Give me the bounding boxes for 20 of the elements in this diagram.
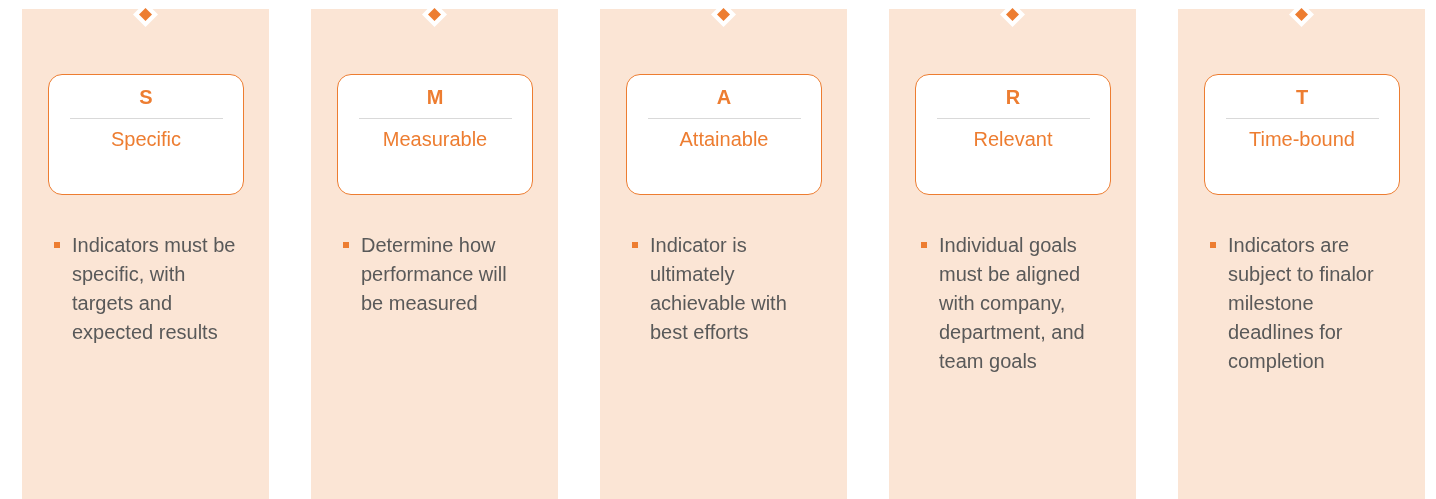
bullet-text: Indicators must be specific, with targets and expected results	[72, 233, 237, 345]
title-card	[626, 74, 822, 195]
card-letter: M	[426, 85, 444, 110]
title-card	[337, 74, 533, 195]
card-title: Time-bound	[1249, 127, 1355, 152]
card-title: Relevant	[973, 127, 1053, 152]
card-letter: A	[716, 85, 732, 110]
card-letter: R	[1005, 85, 1021, 110]
title-card	[48, 74, 244, 195]
card-letter: T	[1295, 85, 1309, 110]
card-title: Specific	[111, 127, 181, 152]
title-card	[1204, 74, 1400, 195]
bullet-text: Indicators are subject to finalor milestone deadlines for completion	[1228, 233, 1375, 374]
bullet-text: Indicator is ultimately achievable with best efforts	[650, 233, 788, 345]
title-card	[915, 74, 1111, 195]
card-title: Measurable	[382, 127, 488, 152]
card-title: Attainable	[679, 127, 769, 152]
bullet-text: Determine how performance will be measured	[361, 233, 508, 316]
card-letter: S	[139, 85, 153, 110]
bullet-text: Individual goals must be aligned with company, department, and team goals	[939, 233, 1086, 374]
